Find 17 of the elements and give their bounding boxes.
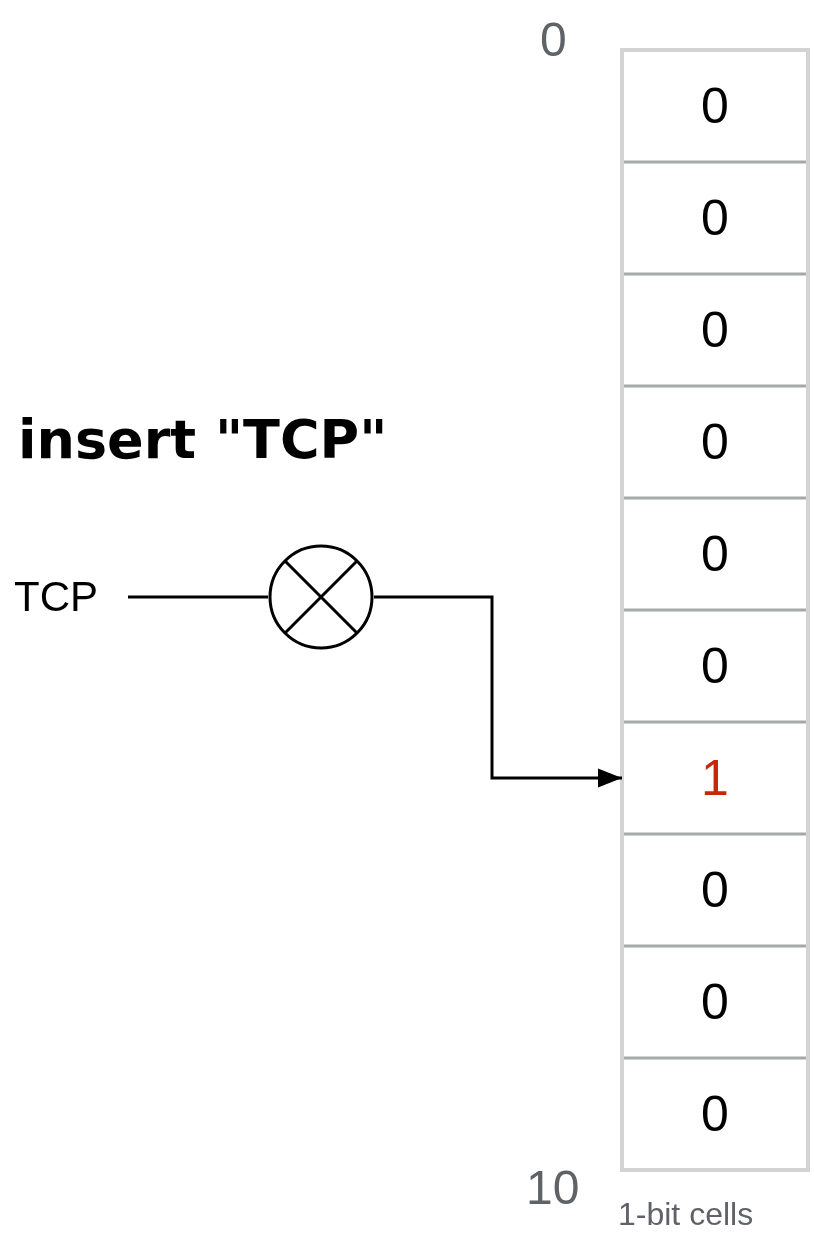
bit-value: 0 <box>701 77 729 135</box>
input-key: TCP <box>14 573 98 621</box>
axis-caption: 1-bit cells <box>618 1196 754 1233</box>
index-label: 10 <box>526 1160 580 1215</box>
bit-value: 0 <box>701 525 729 583</box>
bit-value: 0 <box>701 301 729 359</box>
bit-value: 0 <box>701 861 729 919</box>
bit-value: 1 <box>701 749 729 807</box>
index-label: 0 <box>540 12 567 67</box>
bit-value: 0 <box>701 1085 729 1143</box>
bit-value: 0 <box>701 189 729 247</box>
bit-value: 0 <box>701 637 729 695</box>
crossed-circle <box>268 544 374 650</box>
heading: insert "TCP" <box>18 408 388 471</box>
bit-value: 0 <box>701 413 729 471</box>
bit-value: 0 <box>701 973 729 1031</box>
connector-arrow <box>374 595 622 788</box>
